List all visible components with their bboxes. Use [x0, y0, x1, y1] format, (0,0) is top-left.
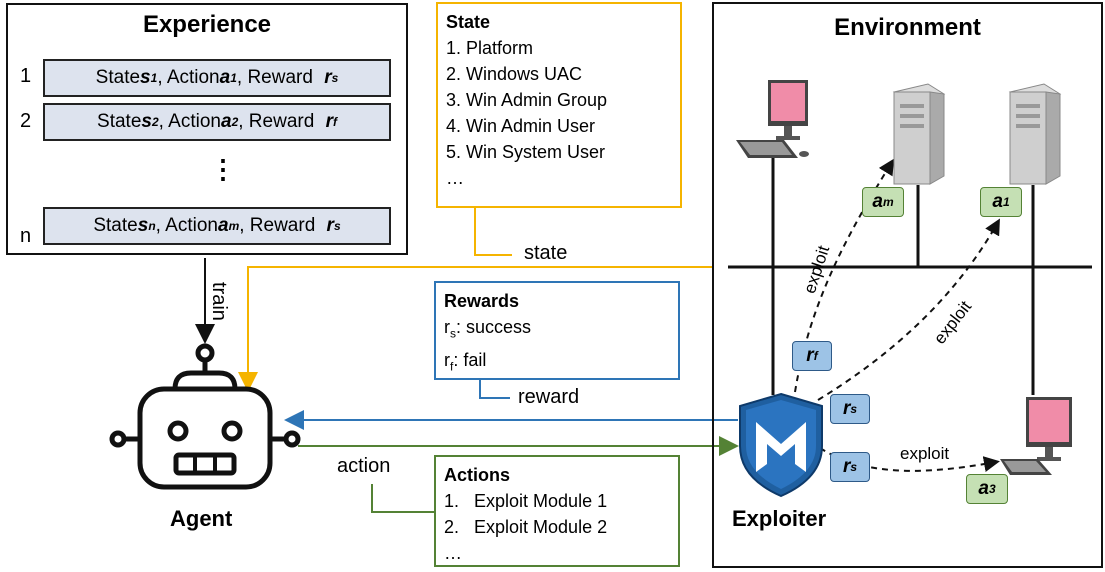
tag-subscript: 3: [988, 482, 996, 496]
exploit-path-a1: [817, 218, 1000, 401]
tag-subscript: f: [813, 349, 818, 363]
action-subscript: m: [228, 219, 240, 233]
state-item: 5. Win System User: [446, 142, 606, 162]
row-number: 1: [20, 65, 32, 87]
state-arrow: [238, 266, 712, 392]
action-item: 1. Exploit Module 1: [444, 491, 608, 511]
agent-label: Agent: [170, 506, 233, 531]
rewards-header: Rewards: [444, 291, 520, 311]
reward-item-text: : fail: [453, 349, 487, 370]
row-number: 2: [20, 110, 32, 132]
state-item: 2. Windows UAC: [446, 64, 583, 84]
row-action-label: , Action: [158, 111, 221, 132]
reward-item-symbol: r: [444, 317, 450, 337]
action-label: action: [337, 455, 391, 477]
rewards-list-box: Rewards rs: success rf: fail: [434, 281, 680, 380]
robot-icon: [109, 343, 301, 490]
tag-symbol: a: [978, 478, 989, 499]
reward-subscript: f: [332, 115, 337, 129]
reward-item-symbol: r: [444, 349, 450, 370]
tag-symbol: a: [872, 191, 883, 212]
train-label: train: [208, 282, 230, 321]
action-symbol: a: [220, 111, 232, 132]
row-state-label: State: [95, 67, 141, 88]
state-list-box: State 1. Platform 2. Windows UAC 3. Win …: [436, 2, 682, 208]
row-action-label: , Action: [157, 67, 220, 88]
state-symbol: s: [137, 215, 149, 236]
tag-symbol: r: [842, 456, 851, 477]
tag-symbol: a: [992, 191, 1003, 212]
state-subscript: 2: [151, 115, 159, 129]
state-header: State: [446, 12, 491, 32]
state-item: 4. Win Admin User: [446, 116, 596, 136]
actions-list-box: Actions 1. Exploit Module 1 2. Exploit M…: [434, 455, 680, 567]
action-subscript: 2: [231, 115, 239, 129]
tag-subscript: s: [850, 460, 858, 474]
state-symbol: s: [141, 111, 152, 132]
tag-subscript: 1: [1002, 195, 1010, 209]
actions-header: Actions: [444, 465, 511, 485]
server-tower-icon: [892, 83, 946, 185]
state-item: …: [446, 168, 464, 188]
state-subscript: 1: [150, 71, 158, 85]
state-item: 1. Platform: [446, 38, 534, 58]
server-tower-icon: [1008, 83, 1062, 185]
state-symbol: s: [140, 67, 151, 88]
experience-ellipsis: ⋮: [210, 154, 236, 184]
reward-item-text: : success: [456, 317, 532, 337]
reward-item: rs: success: [444, 314, 670, 347]
action-subscript: 1: [230, 71, 237, 85]
action-bracket: [371, 484, 436, 513]
row-action-label: , Action: [155, 215, 218, 236]
reward-item-subscript: f: [450, 359, 454, 374]
exploiter-label: Exploiter: [732, 506, 827, 531]
tag-subscript: m: [882, 195, 894, 209]
action-item: …: [444, 543, 462, 563]
state-item: 3. Win Admin Group: [446, 90, 608, 110]
desktop-computer-icon: [1000, 397, 1072, 475]
action-symbol: a: [217, 215, 229, 236]
row-number: n: [20, 225, 32, 247]
tag-subscript: s: [850, 402, 858, 416]
row-reward-label: , Reward: [238, 111, 320, 132]
tag-symbol: r: [806, 345, 814, 366]
state-label: state: [524, 242, 568, 264]
reward-symbol: r: [324, 67, 332, 88]
reward-item: rf: fail: [444, 347, 670, 380]
reward-item-subscript: s: [450, 326, 456, 341]
row-reward-label: , Reward: [239, 215, 321, 236]
exploit-path-a3: [819, 447, 1000, 472]
state-subscript: n: [148, 219, 156, 233]
row-reward-label: , Reward: [236, 67, 319, 88]
tag-symbol: r: [842, 398, 851, 419]
metasploit-shield-icon: [739, 392, 823, 498]
row-state-label: State: [97, 111, 142, 132]
reward-bracket: [479, 380, 510, 399]
experience-title: Experience: [142, 11, 272, 38]
row-state-label: State: [93, 215, 138, 236]
environment-title: Environment: [834, 14, 981, 41]
action-symbol: a: [219, 67, 231, 88]
exploit-label: exploit: [900, 444, 950, 463]
reward-label: reward: [518, 386, 580, 408]
environment-panel: Environment: [712, 2, 1103, 568]
reward-symbol: r: [326, 215, 334, 236]
reward-subscript: s: [331, 71, 339, 85]
state-bracket: [474, 208, 512, 256]
desktop-computer-icon: [736, 80, 809, 158]
action-item: 2. Exploit Module 2: [444, 517, 608, 537]
reward-subscript: s: [333, 219, 341, 233]
reward-symbol: r: [325, 111, 333, 132]
